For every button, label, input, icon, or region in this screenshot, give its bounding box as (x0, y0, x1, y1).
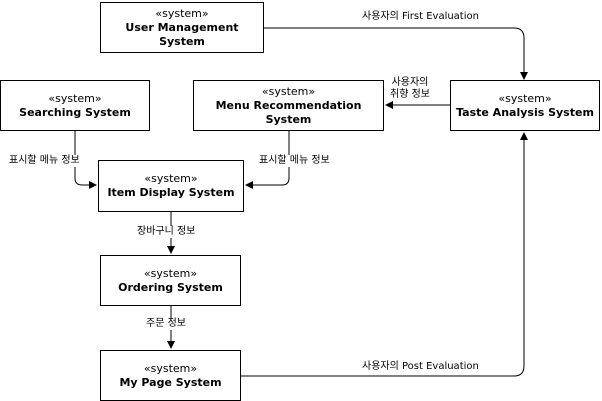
edge-label-cart-info: 장바구니 정보 (137, 226, 196, 238)
searching-system-box[interactable]: «system» Searching System (0, 80, 150, 131)
stereotype-label: «system» (155, 6, 209, 20)
my-page-system-box[interactable]: «system» My Page System (100, 350, 241, 401)
edge-post-evaluation (241, 132, 528, 377)
edge-label-taste-info-line2: 취향 정보 (390, 89, 430, 100)
taste-analysis-system-box[interactable]: «system» Taste Analysis System (450, 80, 600, 131)
stereotype-label: «system» (143, 266, 198, 280)
edge-label-order-info: 주문 정보 (146, 318, 186, 330)
system-name: Item Display System (107, 186, 235, 199)
system-name: Ordering System (118, 280, 223, 294)
menu-recommendation-system-box[interactable]: «system» Menu Recommendation System (193, 80, 384, 131)
ordering-system-box[interactable]: «system» Ordering System (100, 255, 241, 306)
user-management-system-box[interactable]: «system» User Management System (100, 2, 264, 53)
edge-first-evaluation (264, 27, 528, 80)
system-name: User Management System (125, 20, 239, 48)
edge-label-first-evaluation: 사용자의 First Evaluation (362, 11, 479, 23)
edge-label-display-menu-left: 표시할 메뉴 정보 (9, 155, 80, 167)
stereotype-label: «system» (48, 91, 102, 105)
edge-menu-to-display (245, 131, 290, 189)
edge-searching-to-display (74, 131, 97, 189)
stereotype-label: «system» (498, 91, 552, 105)
system-name: Menu Recommendation System (215, 98, 362, 126)
system-name: Searching System (19, 105, 131, 119)
item-display-system-box[interactable]: «system» Item Display System (98, 160, 244, 212)
stereotype-label: «system» (261, 84, 316, 98)
edge-label-taste-info: 사용자의 취향 정보 (390, 77, 430, 101)
edge-label-post-evaluation: 사용자의 Post Evaluation (362, 361, 479, 373)
edge-label-display-menu-right: 표시할 메뉴 정보 (259, 155, 330, 167)
edge-label-taste-info-line1: 사용자의 (391, 77, 429, 88)
system-name: My Page System (119, 375, 222, 389)
stereotype-label: «system» (144, 172, 198, 185)
system-name: Taste Analysis System (456, 105, 594, 119)
stereotype-label: «system» (143, 361, 198, 375)
